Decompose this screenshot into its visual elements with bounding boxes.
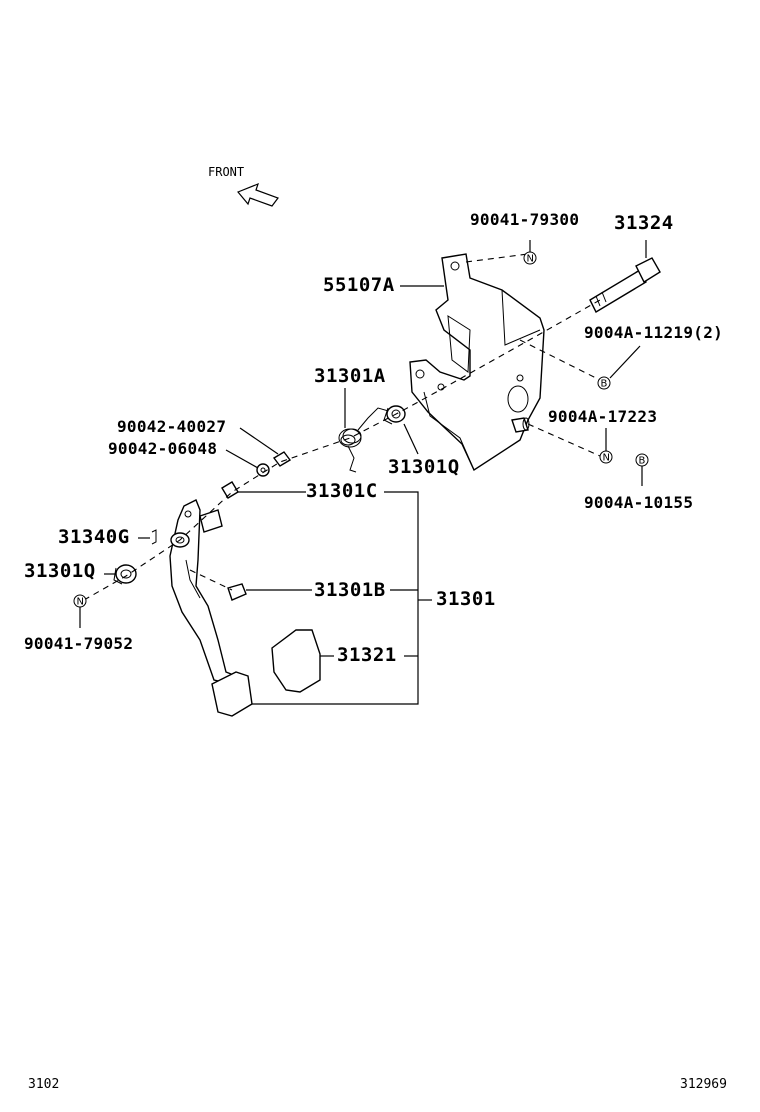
- part-label-9004A-10155: 9004A-10155: [584, 493, 694, 512]
- stopper: [227, 583, 247, 601]
- marker-b-2: B: [635, 453, 649, 467]
- svg-text:N: N: [527, 254, 534, 265]
- marker-n-3: N: [73, 594, 87, 608]
- part-label-31301: 31301: [436, 588, 496, 610]
- return-spring: [338, 407, 393, 473]
- pedal-arm: [169, 499, 253, 717]
- part-label-31321: 31321: [337, 644, 397, 666]
- part-label-90041-79300: 90041-79300: [470, 210, 580, 229]
- part-label-31324: 31324: [614, 212, 674, 234]
- svg-text:N: N: [603, 453, 610, 464]
- small-bolt-washer: [256, 451, 292, 477]
- footer-right-code: 312969: [680, 1077, 727, 1092]
- part-label-31301Q-lower: 31301Q: [24, 560, 96, 582]
- pedal-bracket: [409, 253, 545, 472]
- part-label-90042-06048: 90042-06048: [108, 439, 218, 458]
- part-label-31301A: 31301A: [314, 365, 386, 387]
- part-label-90042-40027: 90042-40027: [117, 417, 227, 436]
- part-label-31301Q-upper: 31301Q: [388, 456, 460, 478]
- marker-n-1: N: [523, 251, 537, 265]
- part-label-31301C: 31301C: [306, 480, 378, 502]
- part-label-55107A: 55107A: [323, 274, 395, 296]
- part-label-90041-79052: 90041-79052: [24, 634, 134, 653]
- svg-text:B: B: [639, 456, 646, 467]
- marker-n-2: N: [599, 450, 613, 464]
- part-label-9004A-17223: 9004A-17223: [548, 407, 658, 426]
- front-label: FRONT: [208, 165, 245, 179]
- pedal-pad: [271, 629, 321, 693]
- part-label-9004A-11219: 9004A-11219(2): [584, 323, 724, 342]
- svg-text:N: N: [77, 597, 84, 608]
- part-label-31301B: 31301B: [314, 579, 386, 601]
- front-arrow-icon: [237, 182, 279, 207]
- footer-left-code: 3102: [28, 1077, 60, 1092]
- pin: [151, 529, 157, 545]
- bolt: [589, 257, 661, 313]
- marker-b-1: B: [597, 376, 611, 390]
- svg-text:B: B: [601, 379, 608, 390]
- bushing-upper: [383, 405, 406, 425]
- part-label-31340G: 31340G: [58, 526, 130, 548]
